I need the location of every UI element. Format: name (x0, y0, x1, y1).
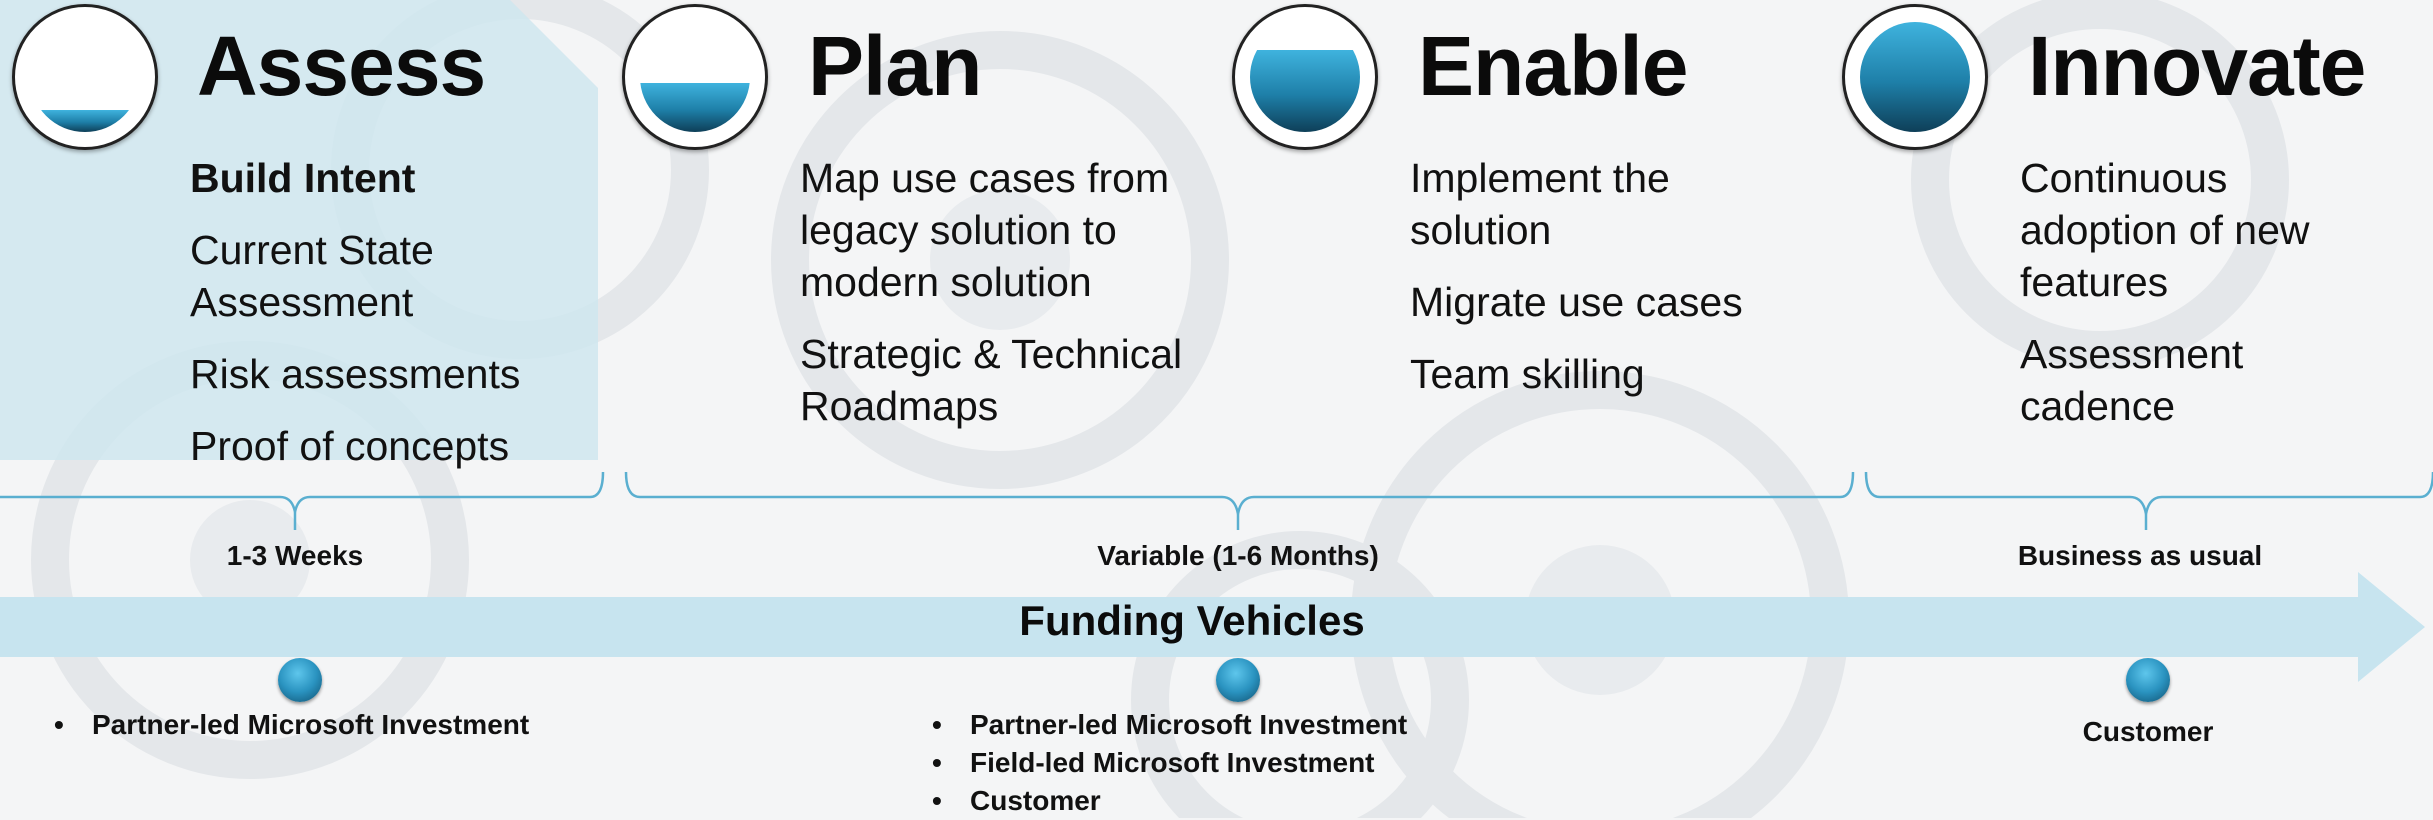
funding-item: Customer (932, 782, 1407, 820)
funding-marker-icon (1216, 658, 1260, 702)
funding-list-assess: Partner-led Microsoft Investment (54, 706, 529, 744)
funding-marker-icon (2126, 658, 2170, 702)
stage-title: Innovate (2028, 19, 2366, 113)
funding-item: Partner-led Microsoft Investment (54, 706, 529, 744)
stage-title: Plan (808, 19, 982, 113)
activity-item: Assessment cadence (2020, 331, 2244, 429)
activity-item: Team skilling (1410, 351, 1645, 397)
timeline-braces (0, 471, 2433, 530)
stage-activities: Implement the solution Migrate use cases… (1410, 152, 1810, 420)
funding-marker-icon (278, 658, 322, 702)
period-label: Business as usual (2017, 540, 2263, 571)
activity-item: Continuous adoption of new features (2020, 155, 2310, 305)
progress-circle-icon (12, 4, 158, 150)
funding-title: Funding Vehicles (1019, 597, 1365, 644)
funding-item: Customer (2082, 716, 2214, 747)
funding-list-plan: Partner-led Microsoft Investment Field-l… (932, 706, 1407, 820)
stage-activities: Continuous adoption of new features Asse… (2020, 152, 2400, 452)
progress-circle-icon (1842, 4, 1988, 150)
activity-item: Proof of concepts (190, 423, 510, 469)
brace-innovate (1864, 471, 2433, 515)
progress-circle-icon (622, 4, 768, 150)
brace-assess (0, 471, 605, 513)
activity-item: Map use cases from legacy solution to mo… (800, 155, 1170, 305)
activity-item: Risk assessments (190, 351, 521, 397)
stage-title: Enable (1418, 19, 1688, 113)
funding-item: Partner-led Microsoft Investment (932, 706, 1407, 744)
activity-item: Migrate use cases (1410, 279, 1743, 325)
activity-item: Implement the solution (1410, 155, 1670, 253)
funding-arrow (0, 572, 2425, 682)
stage-activities: Map use cases from legacy solution to mo… (800, 152, 1220, 452)
period-label: Variable (1-6 Months) (1097, 540, 1379, 571)
progress-circle-icon (1232, 4, 1378, 150)
brace-plan-enable (624, 471, 1855, 515)
funding-item: Field-led Microsoft Investment (932, 744, 1407, 782)
period-label: 1-3 Weeks (226, 540, 364, 571)
activity-item: Strategic & Technical Roadmaps (800, 331, 1183, 429)
activity-item: Build Intent (190, 155, 416, 201)
activity-item: Current State Assessment (190, 227, 434, 325)
stage-activities: Build Intent Current State Assessment Ri… (190, 152, 630, 492)
stage-title: Assess (197, 19, 486, 113)
